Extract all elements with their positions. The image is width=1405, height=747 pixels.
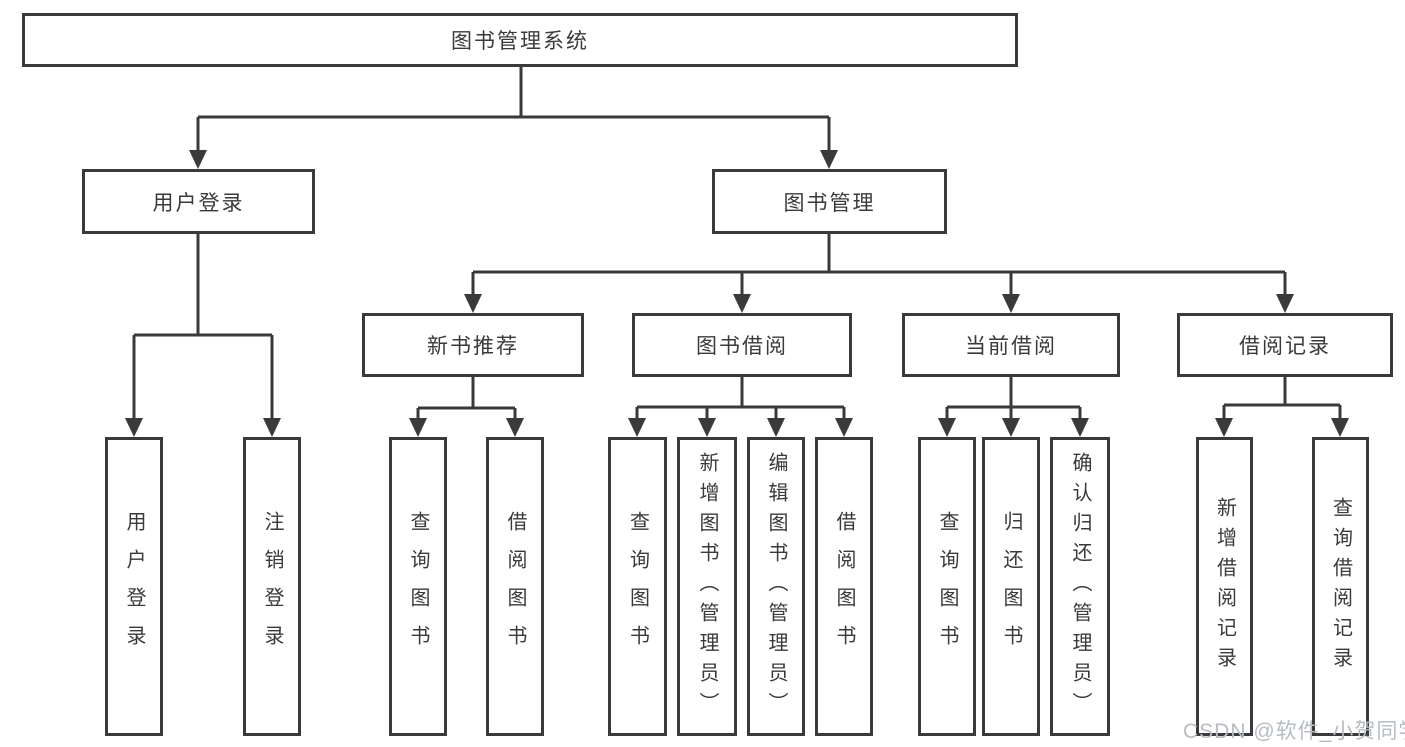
leaf-edit-book-admin: 编辑图书（管理员）: [747, 437, 805, 736]
leaf-logout-label: 注销登录: [261, 510, 283, 663]
node-library-system: 图书管理系统: [22, 13, 1018, 67]
leaf-borrow-books-recommend-label: 借阅图书: [504, 510, 526, 663]
node-user-login-label: 用户登录: [152, 191, 245, 215]
watermark-text: CSDN @软件_小贺同学: [1183, 720, 1405, 743]
node-current-borrow-label: 当前借阅: [965, 335, 1057, 358]
leaf-edit-book-admin-label: 编辑图书（管理员）: [765, 451, 787, 722]
leaf-return-book-label: 归还图书: [1000, 510, 1022, 663]
node-new-book-recommend: 新书推荐: [362, 313, 584, 377]
node-borrow-records-label: 借阅记录: [1239, 335, 1331, 358]
connector-shafts: [132, 67, 1342, 420]
leaf-query-books-current-label: 查询图书: [936, 510, 958, 663]
leaf-confirm-return-admin: 确认归还（管理员）: [1050, 437, 1110, 736]
leaf-borrow-books-label: 借阅图书: [833, 510, 855, 663]
leaf-add-book-admin: 新增图书（管理员）: [677, 437, 737, 736]
leaf-logout: 注销登录: [243, 437, 301, 736]
leaf-query-books-recommend-label: 查询图书: [407, 510, 429, 663]
node-new-book-recommend-label: 新书推荐: [427, 335, 519, 358]
leaf-return-book: 归还图书: [982, 437, 1040, 736]
node-user-login: 用户登录: [82, 169, 315, 234]
node-borrow-records: 借阅记录: [1177, 313, 1393, 377]
arrowheads: [125, 150, 1349, 437]
leaf-add-borrow-record: 新增借阅记录: [1196, 437, 1253, 736]
leaf-add-book-admin-label: 新增图书（管理员）: [696, 451, 718, 722]
node-book-borrow-label: 图书借阅: [696, 335, 788, 358]
leaf-add-borrow-record-label: 新增借阅记录: [1213, 496, 1236, 677]
leaf-query-borrow-record: 查询借阅记录: [1312, 437, 1369, 736]
leaf-query-books-borrow: 查询图书: [608, 437, 667, 736]
leaf-query-books-borrow-label: 查询图书: [626, 510, 649, 663]
leaf-query-books-recommend: 查询图书: [389, 437, 447, 736]
node-library-system-label: 图书管理系统: [451, 30, 589, 53]
leaf-query-borrow-record-label: 查询借阅记录: [1329, 496, 1352, 677]
leaf-user-login-label: 用户登录: [123, 510, 145, 663]
node-book-management: 图书管理: [712, 169, 947, 234]
leaf-user-login: 用户登录: [105, 437, 163, 736]
node-current-borrow: 当前借阅: [902, 313, 1120, 377]
node-book-borrow: 图书借阅: [632, 313, 852, 377]
leaf-borrow-books: 借阅图书: [815, 437, 873, 736]
leaf-query-books-current: 查询图书: [918, 437, 976, 736]
leaf-confirm-return-admin-label: 确认归还（管理员）: [1069, 451, 1091, 722]
node-book-management-label: 图书管理: [783, 191, 876, 215]
leaf-borrow-books-recommend: 借阅图书: [486, 437, 544, 736]
